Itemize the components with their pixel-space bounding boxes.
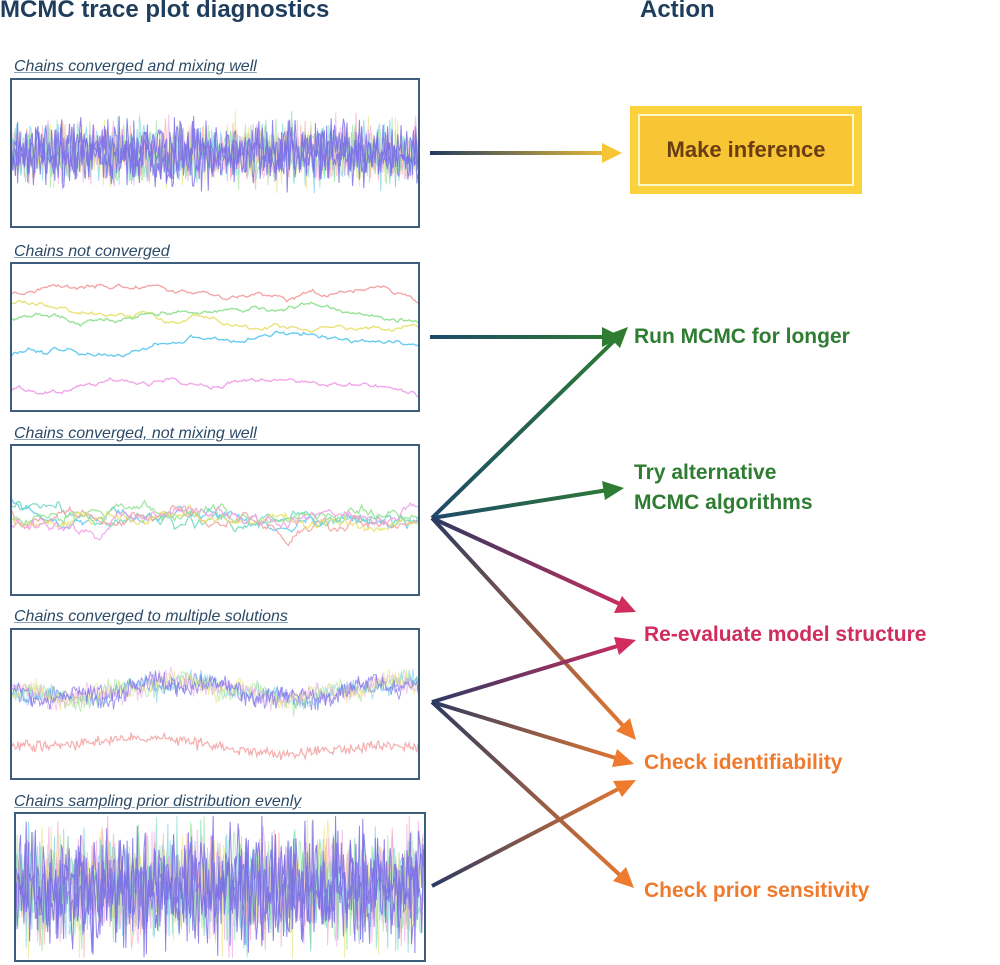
arrow-not-mixing-to-identifiability xyxy=(430,516,636,740)
trace-chain xyxy=(12,501,418,541)
panel-label-not-converged: Chains not converged xyxy=(14,243,170,260)
arrow-not-mixing-to-run-longer xyxy=(430,327,628,520)
trace-chain xyxy=(12,377,418,398)
arrow-not-mixing-to-re-evaluate xyxy=(431,516,636,613)
trace-chain xyxy=(12,112,418,187)
make-inference-label: Make inference xyxy=(666,137,826,162)
try-alternative-line2: MCMC algorithms xyxy=(634,491,813,514)
trace-panel-multiple-solutions xyxy=(10,628,420,780)
trace-chain xyxy=(12,116,418,192)
panel-label-multiple-solutions: Chains converged to multiple solutions xyxy=(14,608,288,625)
arrow-mixing-to-inference xyxy=(430,143,622,163)
arrow-not-converged-to-run-longer xyxy=(430,327,622,347)
trace-chain xyxy=(12,301,418,328)
panel-label-mixing-well: Chains converged and mixing well xyxy=(14,58,257,75)
trace-chain xyxy=(12,283,418,304)
trace-chain xyxy=(16,815,424,959)
arrow-not-mixing-to-try-alternative xyxy=(431,481,624,520)
trace-panel-mixing-well xyxy=(10,78,420,228)
arrow-multiple-to-prior-sensitivity xyxy=(430,700,634,888)
arrow-prior-sampling-to-identifiability xyxy=(431,780,636,888)
run-longer-action: Run MCMC for longer xyxy=(634,325,850,348)
trace-chain xyxy=(12,669,418,711)
trace-chain xyxy=(12,732,418,761)
trace-chain xyxy=(12,504,418,533)
trace-chain xyxy=(16,825,424,958)
trace-plot-mixing-well xyxy=(12,110,418,194)
trace-plot-not-mixing xyxy=(12,498,418,547)
trace-panel-not-converged xyxy=(10,262,420,412)
trace-chain xyxy=(12,299,418,333)
trace-panel-not-mixing xyxy=(10,444,420,596)
trace-plot-not-converged xyxy=(12,283,418,398)
trace-plot-multiple-solutions xyxy=(12,666,418,761)
arrow-multiple-to-identifiability xyxy=(431,700,634,767)
trace-chain xyxy=(12,330,418,358)
re-evaluate-action: Re-evaluate model structure xyxy=(644,623,927,646)
check-prior-action: Check prior sensitivity xyxy=(644,879,870,902)
try-alternative-action: Try alternative MCMC algorithms xyxy=(634,458,813,518)
action-title: Action xyxy=(640,0,715,23)
trace-panel-prior-sampling xyxy=(14,812,426,962)
make-inference-box: Make inference xyxy=(630,106,862,194)
trace-chain xyxy=(12,666,418,712)
check-identifiability-action: Check identifiability xyxy=(644,751,843,774)
diagnostics-title: MCMC trace plot diagnostics xyxy=(0,0,330,23)
panel-label-not-mixing: Chains converged, not mixing well xyxy=(14,425,257,442)
make-inference-box-inner: Make inference xyxy=(638,114,854,186)
panel-label-prior-sampling: Chains sampling prior distribution evenl… xyxy=(14,793,302,810)
try-alternative-line1: Try alternative xyxy=(634,461,777,484)
trace-plot-prior-sampling xyxy=(16,815,424,959)
arrow-multiple-to-re-evaluate xyxy=(431,637,636,704)
trace-chain xyxy=(12,670,418,710)
